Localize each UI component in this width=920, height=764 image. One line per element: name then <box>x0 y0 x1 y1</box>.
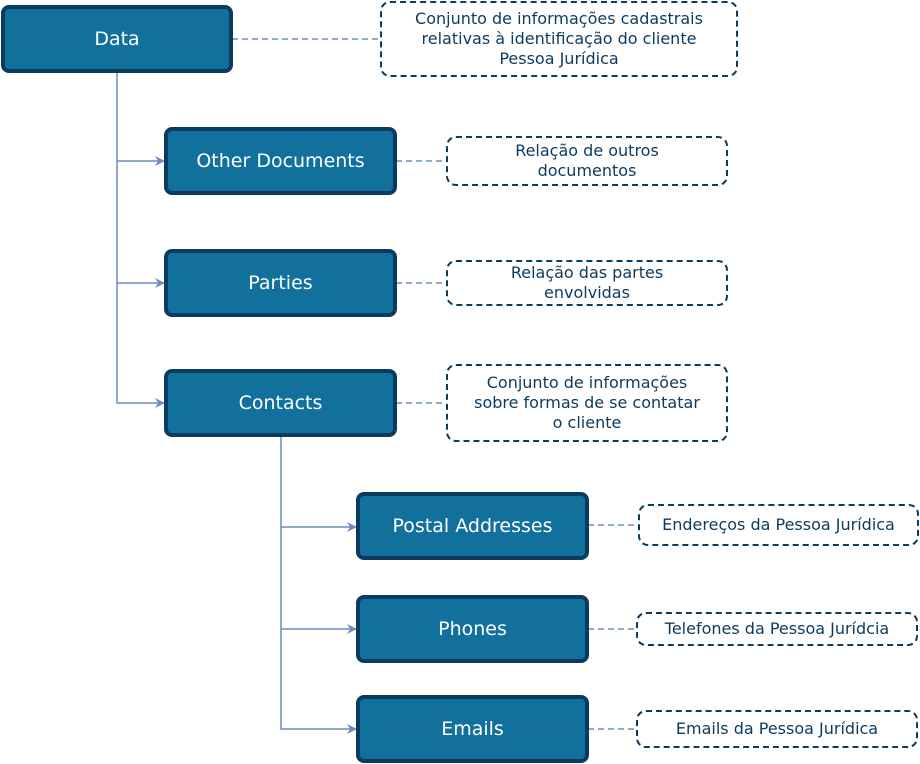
note-postal-addresses: Endereços da Pessoa Jurídica <box>638 504 919 546</box>
node-contacts[interactable]: Contacts <box>164 369 397 437</box>
node-postal-addresses-label: Postal Addresses <box>392 515 553 537</box>
note-contacts: Conjunto de informações sobre formas de … <box>446 364 728 442</box>
node-data[interactable]: Data <box>1 5 233 73</box>
connector-contacts-postal-addresses <box>280 436 357 532</box>
node-parties[interactable]: Parties <box>164 249 397 317</box>
note-other-documents: Relação de outros documentos <box>446 136 728 186</box>
note-emails: Emails da Pessoa Jurídica <box>636 710 918 748</box>
node-phones[interactable]: Phones <box>356 595 589 663</box>
node-postal-addresses[interactable]: Postal Addresses <box>356 492 589 560</box>
node-phones-label: Phones <box>438 618 507 640</box>
note-parties: Relação das partes envolvidas <box>446 260 728 306</box>
connector-contacts-phones <box>280 527 357 634</box>
node-emails-label: Emails <box>441 718 504 740</box>
note-data: Conjunto de informações cadastrais relat… <box>380 1 738 77</box>
connector-data-other-documents <box>116 72 165 166</box>
node-contacts-label: Contacts <box>238 392 323 414</box>
node-data-label: Data <box>94 28 140 50</box>
node-other-documents-label: Other Documents <box>196 150 365 172</box>
connector-contacts-emails <box>280 629 357 734</box>
node-other-documents[interactable]: Other Documents <box>164 127 397 195</box>
connector-data-contacts <box>116 283 165 408</box>
node-parties-label: Parties <box>248 272 313 294</box>
node-emails[interactable]: Emails <box>356 695 589 763</box>
connector-data-parties <box>116 161 165 288</box>
note-phones: Telefones da Pessoa Jurídcia <box>636 612 918 646</box>
